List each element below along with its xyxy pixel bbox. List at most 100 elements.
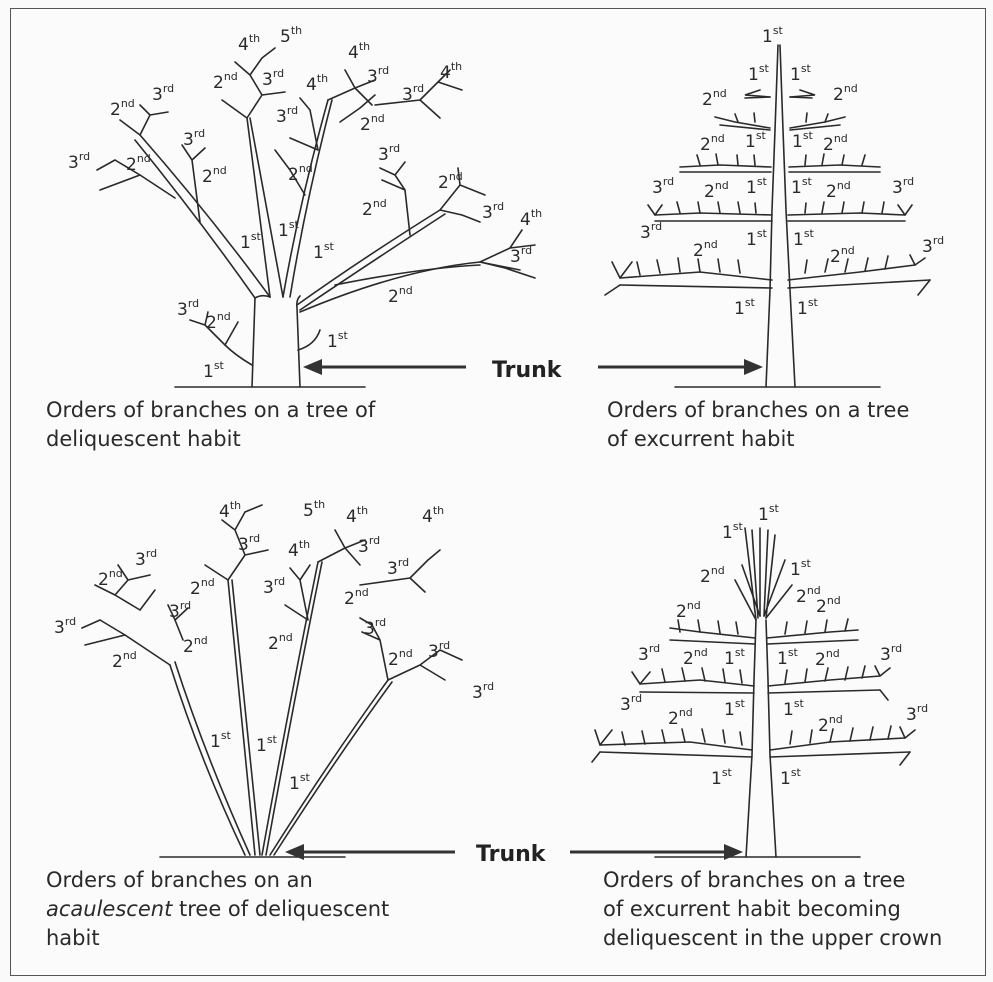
caption-deliquescent: Orders of branches on a tree of deliques… bbox=[46, 396, 375, 454]
branch-order-label: 2nd bbox=[110, 97, 135, 120]
branch-order-label: 3rd bbox=[364, 616, 386, 639]
branch-order-label: 3rd bbox=[428, 639, 450, 662]
branch-order-label: 3rd bbox=[68, 150, 90, 173]
caption-line: Orders of branches on a tree bbox=[607, 398, 910, 422]
branch-order-label: 2nd bbox=[344, 586, 369, 609]
branch-order-label: 1st bbox=[790, 62, 812, 85]
branch-order-label: 3rd bbox=[652, 175, 674, 198]
branch-order-label: 3rd bbox=[640, 220, 662, 243]
branch-order-label: 2nd bbox=[700, 564, 725, 587]
branch-order-label: 2nd bbox=[683, 646, 708, 669]
branch-order-label: 2nd bbox=[268, 631, 293, 654]
branch-order-label: 1st bbox=[745, 129, 767, 152]
trunk-label-bottom: Trunk bbox=[476, 842, 547, 867]
caption-line: deliquescent in the upper crown bbox=[603, 926, 943, 950]
caption-excurrent-becoming-deliquescent: Orders of branches on a tree of excurren… bbox=[603, 866, 942, 953]
branch-order-label: 5th bbox=[280, 24, 302, 47]
branch-order-label: 2nd bbox=[183, 634, 208, 657]
branch-order-label: 4th bbox=[306, 72, 328, 95]
caption-text: tree of deliquescent bbox=[172, 897, 390, 921]
branch-order-label: 2nd bbox=[288, 162, 313, 185]
branch-order-label: 3rd bbox=[922, 234, 944, 257]
branch-order-label: 2nd bbox=[704, 179, 729, 202]
branch-order-label: 2nd bbox=[126, 152, 151, 175]
branch-order-label: 1st bbox=[792, 129, 814, 152]
branch-order-label: 1st bbox=[203, 359, 225, 382]
branch-order-label: 4th bbox=[346, 504, 368, 527]
branch-order-label: 3rd bbox=[135, 547, 157, 570]
branch-order-label: 3rd bbox=[387, 556, 409, 579]
branch-order-label: 2nd bbox=[818, 713, 843, 736]
branch-order-label: 3rd bbox=[183, 127, 205, 150]
branch-order-label: 1st bbox=[748, 62, 770, 85]
caption-line: acaulescent tree of deliquescent bbox=[46, 895, 389, 924]
branch-order-label: 1st bbox=[256, 733, 278, 756]
branch-order-label: 3rd bbox=[402, 82, 424, 105]
branch-order-label: 2nd bbox=[438, 170, 463, 193]
branch-order-label: 3rd bbox=[358, 534, 380, 557]
branch-order-label: 1st bbox=[313, 240, 335, 263]
branch-order-label: 3rd bbox=[880, 642, 902, 665]
branch-order-label: 2nd bbox=[826, 179, 851, 202]
branch-order-label: 2nd bbox=[213, 70, 238, 93]
branch-order-labels: 4th 5th 2nd 3rd 4th 4th 3rd 2nd 3rd 3rd 4th 3rd 2nd 3… bbox=[54, 24, 944, 794]
caption-line: Orders of branches on a tree of bbox=[46, 398, 376, 422]
branch-order-label: 3rd bbox=[482, 200, 504, 223]
caption-acaulescent: Orders of branches on an acaulescent tre… bbox=[46, 866, 389, 953]
branch-order-label: 3rd bbox=[510, 244, 532, 267]
branch-order-label: 1st bbox=[797, 296, 819, 319]
branch-order-label: 2nd bbox=[815, 647, 840, 670]
branch-order-label: 1st bbox=[783, 697, 805, 720]
branch-order-label: 2nd bbox=[98, 567, 123, 590]
caption-excurrent: Orders of branches on a tree of excurren… bbox=[607, 396, 909, 454]
branch-order-label: 2nd bbox=[816, 594, 841, 617]
branch-order-label: 3rd bbox=[152, 82, 174, 105]
caption-line: of excurrent habit bbox=[607, 427, 795, 451]
branch-order-label: 2nd bbox=[676, 599, 701, 622]
branch-order-label: 3rd bbox=[892, 175, 914, 198]
branch-order-label: 1st bbox=[791, 175, 813, 198]
tree-deliquescent bbox=[96, 47, 536, 388]
caption-line: deliquescent habit bbox=[46, 427, 241, 451]
branch-order-label: 3rd bbox=[276, 104, 298, 127]
branch-order-label: 1st bbox=[746, 227, 768, 250]
branch-order-label: 2nd bbox=[206, 310, 231, 333]
branch-order-label: 3rd bbox=[378, 142, 400, 165]
branch-order-label: 2nd bbox=[362, 197, 387, 220]
branch-order-label: 4th bbox=[440, 60, 462, 83]
branch-order-label: 2nd bbox=[700, 132, 725, 155]
branch-order-label: 4th bbox=[422, 504, 444, 527]
branch-order-label: 2nd bbox=[190, 576, 215, 599]
branch-order-label: 1st bbox=[278, 218, 300, 241]
branch-order-label: 1st bbox=[758, 502, 780, 525]
branch-order-label: 1st bbox=[746, 175, 768, 198]
branch-order-label: 2nd bbox=[823, 132, 848, 155]
branch-order-label: 2nd bbox=[833, 82, 858, 105]
branch-order-label: 1st bbox=[734, 296, 756, 319]
tree-excurrent-deliquescent bbox=[591, 527, 916, 858]
branch-order-label: 1st bbox=[790, 557, 812, 580]
branch-order-label: 1st bbox=[724, 646, 746, 669]
branch-order-label: 2nd bbox=[388, 284, 413, 307]
branch-order-label: 1st bbox=[724, 697, 746, 720]
branch-order-label: 2nd bbox=[388, 647, 413, 670]
branch-order-label: 1st bbox=[780, 766, 802, 789]
branch-order-label: 3rd bbox=[169, 599, 191, 622]
branch-order-label: 1st bbox=[762, 24, 784, 47]
branch-order-label: 3rd bbox=[238, 532, 260, 555]
branch-order-label: 3rd bbox=[906, 702, 928, 725]
top-trunk-annotation: Trunk bbox=[303, 358, 763, 383]
branch-order-label: 3rd bbox=[638, 642, 660, 665]
branch-order-label: 3rd bbox=[367, 64, 389, 87]
branch-order-label: 4th bbox=[348, 40, 370, 63]
branch-order-label: 3rd bbox=[262, 67, 284, 90]
branch-order-label: 1st bbox=[777, 646, 799, 669]
branch-order-label: 1st bbox=[240, 230, 262, 253]
branch-order-label: 1st bbox=[722, 520, 744, 543]
branch-order-label: 4th bbox=[288, 538, 310, 561]
branch-order-label: 1st bbox=[210, 729, 232, 752]
branch-order-label: 2nd bbox=[702, 87, 727, 110]
trunk-label-top: Trunk bbox=[492, 358, 563, 383]
